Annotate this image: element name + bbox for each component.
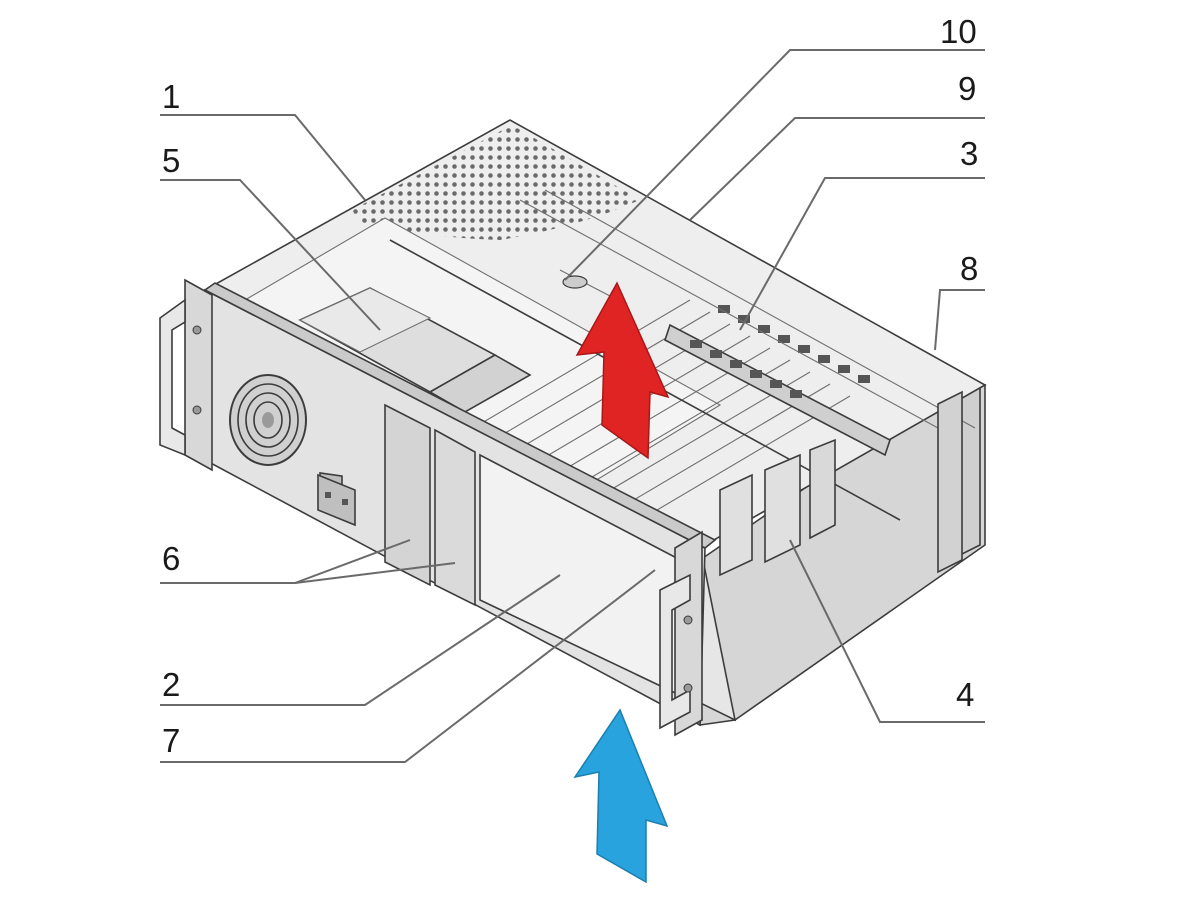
vent-holes: [352, 125, 640, 240]
leader-10: [564, 49, 985, 281]
front-panel-top-edge: [203, 282, 717, 549]
left-rack-handle: [159, 278, 213, 472]
callout-8: 8: [960, 250, 978, 287]
leader-5: [160, 179, 381, 331]
right-rack-handle: [659, 530, 703, 737]
leader-1: [160, 114, 366, 201]
leader-8: [934, 289, 985, 351]
rear-rack-handle: [937, 390, 963, 574]
leader-lines: [160, 49, 985, 763]
callout-labels: 1 5 10 9 3 8 6 2 7 4: [162, 13, 978, 759]
callout-10: 10: [940, 13, 977, 50]
drive-bay-left: [384, 403, 431, 587]
callout-5: 5: [162, 142, 180, 179]
leader-6b: [294, 562, 456, 584]
rack-chassis: [159, 119, 987, 737]
callout-6: 6: [162, 540, 180, 577]
psu-fan: [229, 374, 307, 466]
leader-9: [689, 117, 985, 221]
leader-7: [160, 569, 656, 763]
callout-4: 4: [956, 676, 974, 713]
callout-9: 9: [958, 70, 976, 107]
intake-airflow-arrow: [573, 708, 669, 884]
callout-2: 2: [162, 666, 180, 703]
cable-clip: [562, 275, 588, 289]
callout-1: 1: [162, 78, 180, 115]
callout-3: 3: [960, 135, 978, 172]
exhaust-airflow-arrow: [575, 281, 670, 460]
leader-3: [739, 177, 985, 331]
drive-bay-right: [434, 428, 476, 607]
leader-4: [789, 539, 985, 723]
callout-7: 7: [162, 722, 180, 759]
card-brackets: [719, 438, 836, 577]
psu-top: [298, 287, 432, 353]
connector-blocks: [690, 305, 870, 398]
leader-2: [160, 574, 561, 706]
power-socket: [317, 473, 356, 527]
